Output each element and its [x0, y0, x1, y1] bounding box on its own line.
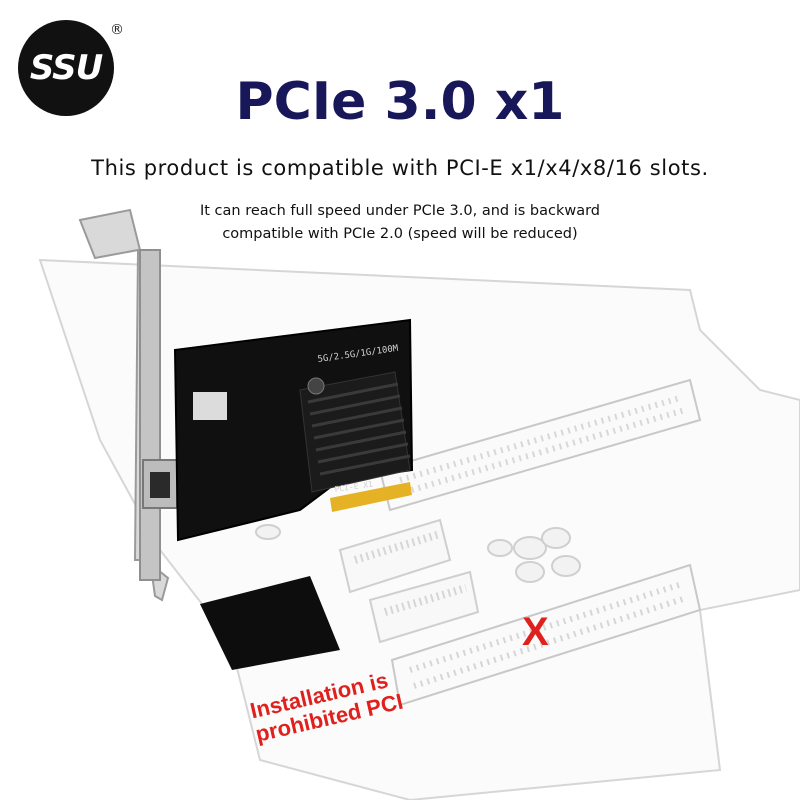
prohibited-x-mark: X: [522, 610, 549, 654]
page-title: PCIe 3.0 x1: [235, 72, 565, 132]
capacitors: [487, 527, 581, 583]
qr-sticker: [193, 392, 227, 420]
network-card: 5G/2.5G/1G/100M PCI-E X1: [173, 318, 414, 542]
pci-slot: [390, 563, 702, 707]
heatsink: [299, 371, 411, 493]
gold-fingers: [330, 482, 412, 512]
pcie-x1-slot-a: [338, 518, 452, 594]
pcie-x1-slot-b: [368, 570, 480, 644]
speed-note-line-1: It can reach full speed under PCIe 3.0, …: [199, 203, 601, 219]
screw-icon: [307, 377, 325, 395]
compatibility-subtitle: This product is compatible with PCI-E x1…: [91, 156, 709, 180]
chipset-block: [200, 576, 340, 670]
brand-logo-text: SSU: [29, 48, 103, 88]
brand-logo: SSU: [18, 20, 114, 116]
speed-note-line-2: compatible with PCIe 2.0 (speed will be …: [222, 226, 578, 242]
registered-mark: ®: [110, 22, 124, 38]
component-oval: [255, 524, 281, 540]
